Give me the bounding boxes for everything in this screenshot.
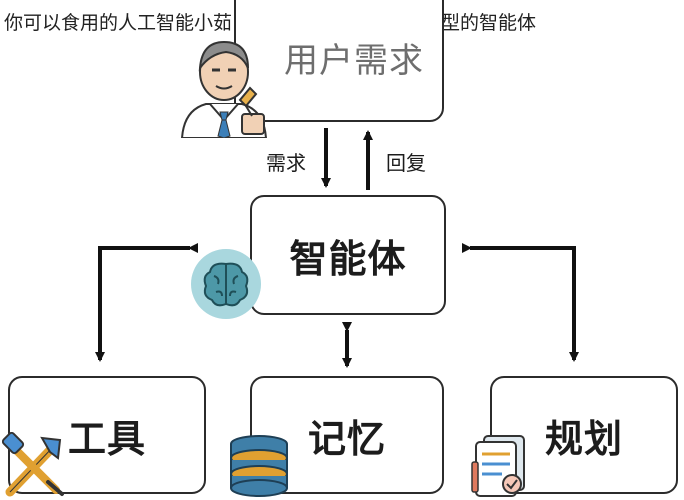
agent-label: 智能体 (289, 236, 407, 281)
user-demand-label: 用户需求 (284, 40, 424, 81)
plan-label: 规划 (544, 416, 623, 461)
checklist-icon (471, 435, 525, 497)
user-demand-node: 用户需求 (234, 0, 444, 122)
reply-label: 回复 (386, 151, 426, 175)
businessman-icon (180, 40, 268, 138)
arrow-agent-tool (95, 243, 198, 362)
tool-label: 工具 (67, 416, 146, 461)
agent-node: 智能体 (250, 195, 446, 315)
brain-icon (191, 249, 261, 319)
memory-label: 记忆 (307, 416, 386, 461)
tools-icon (2, 432, 64, 497)
arrow-agent-plan (462, 243, 579, 362)
database-icon (230, 435, 288, 497)
request-label: 需求 (266, 151, 306, 175)
